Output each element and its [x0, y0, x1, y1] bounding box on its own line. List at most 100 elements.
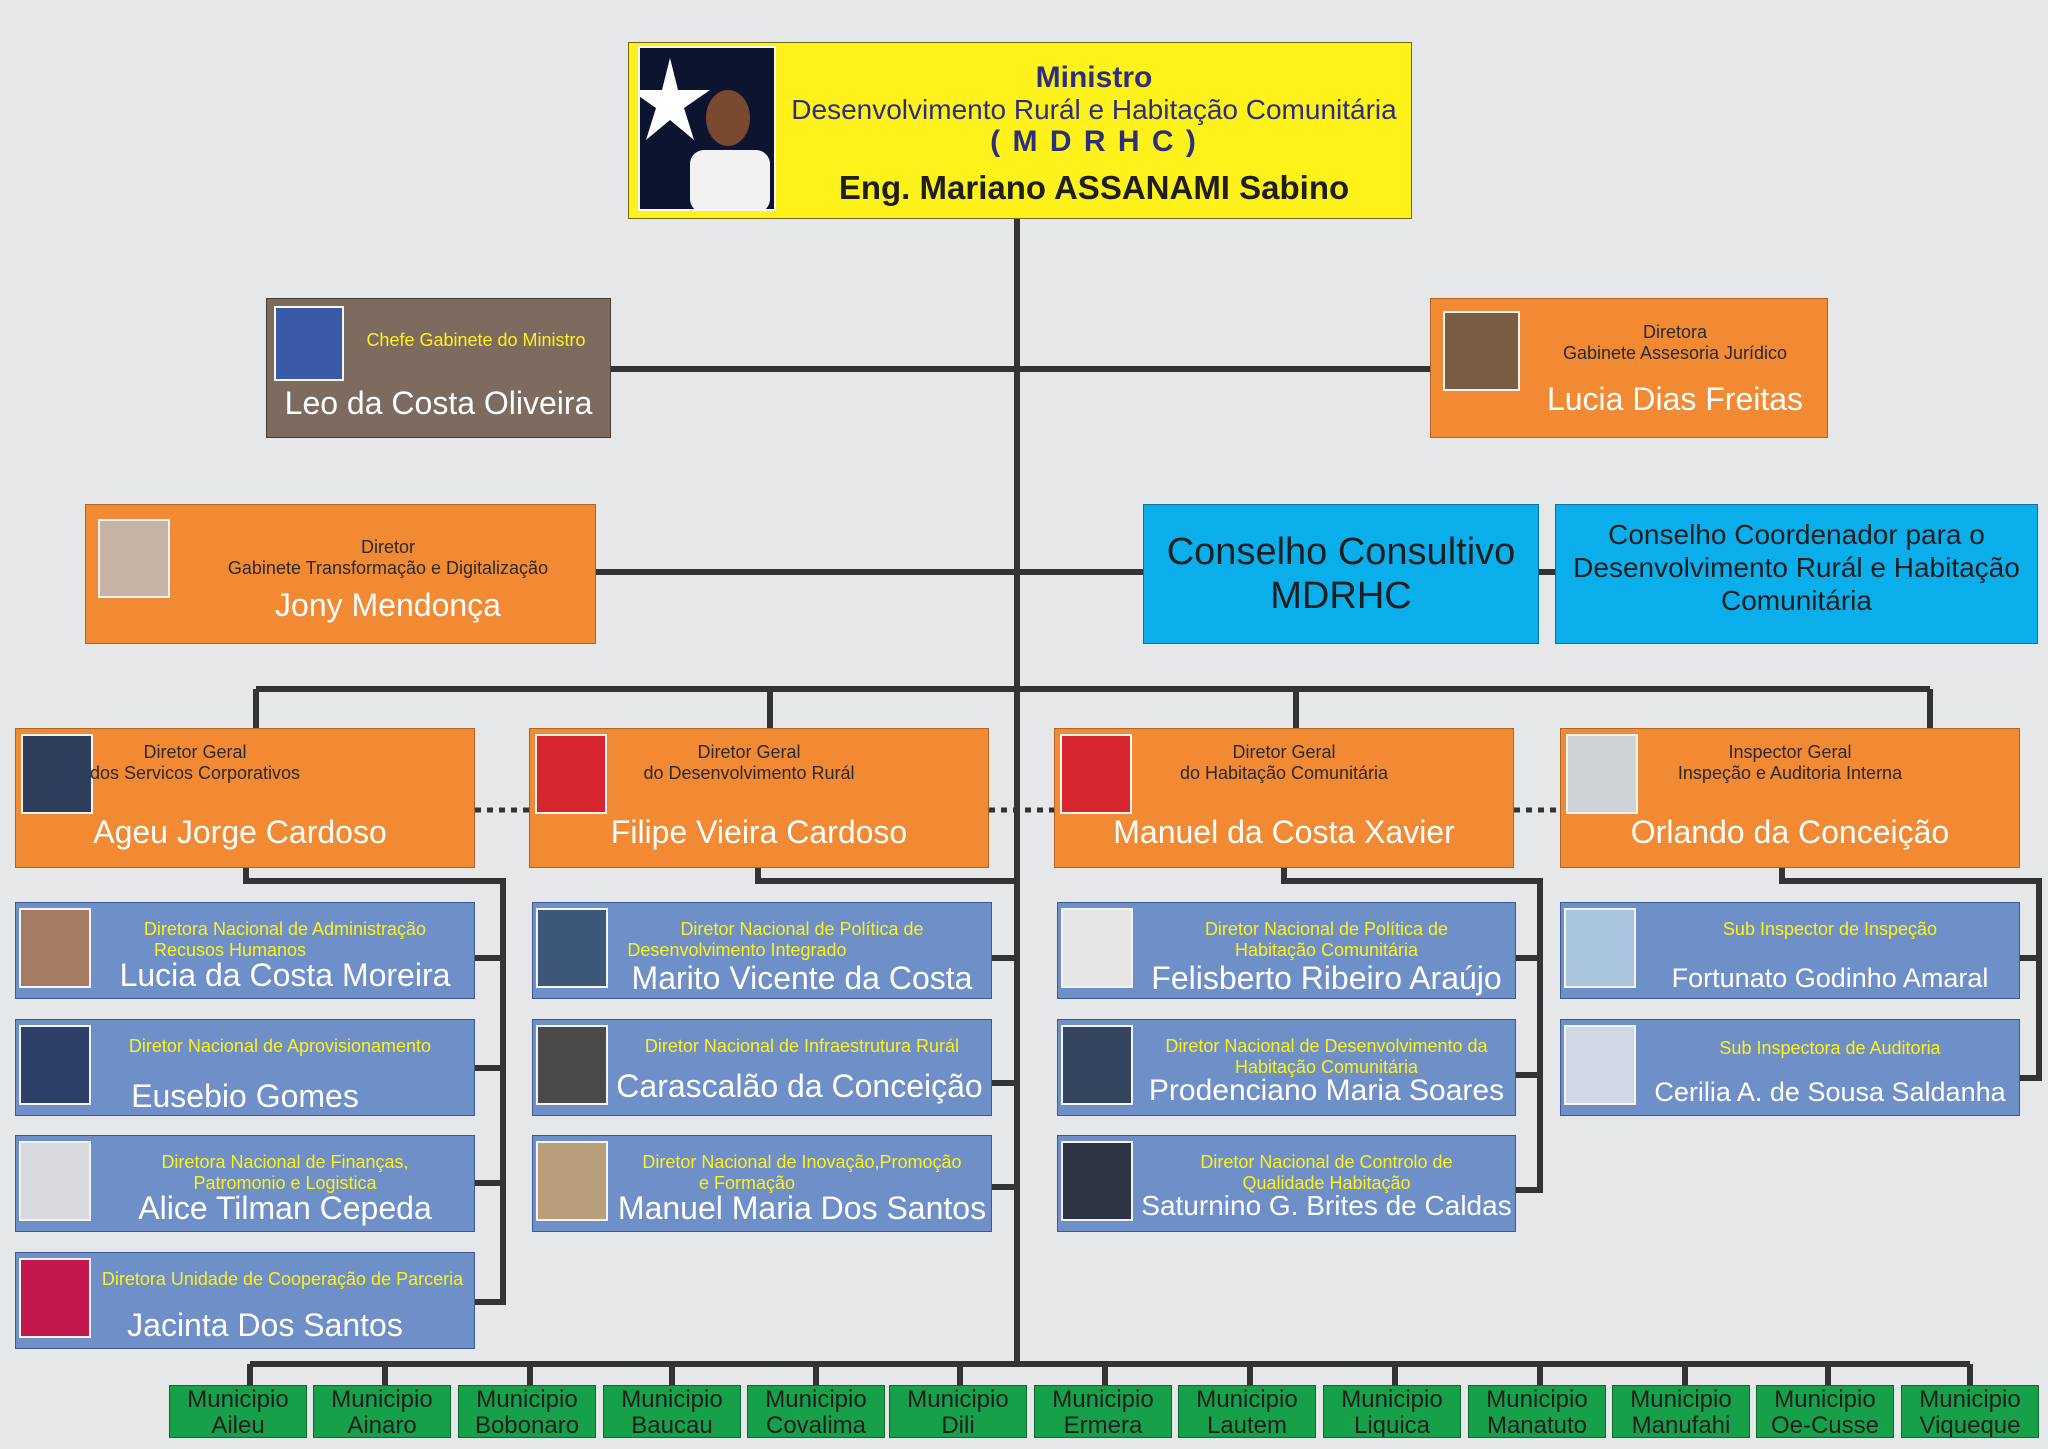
sub-inspector-photo	[1564, 908, 1636, 988]
municipio-name: Liquica	[1353, 1412, 1431, 1438]
national-director-photo	[19, 1025, 91, 1105]
national-director-name: Felisberto Ribeiro Araújo	[1151, 960, 1502, 996]
digitalizacao-title1: Diretor	[360, 537, 415, 557]
national-director-photo	[1061, 1025, 1133, 1105]
national-director-photo	[1061, 1141, 1133, 1221]
director-title1: Diretor Geral	[143, 742, 247, 762]
minister-name: Eng. Mariano ASSANAMI Sabino	[838, 169, 1350, 206]
conselho-consultivo-line1: Conselho Consultivo	[1166, 531, 1516, 573]
national-director-name: Prodenciano Maria Soares	[1148, 1074, 1505, 1107]
national-director-name: Jacinta Dos Santos	[127, 1307, 403, 1343]
juridico-title2: Gabinete Assesoria Jurídico	[1562, 343, 1788, 363]
national-director-title2: Qualidade Habitação	[1242, 1173, 1411, 1193]
national-director-title2: Desenvolvimento Integrado	[627, 940, 847, 960]
municipio-name: Ermera	[1063, 1412, 1143, 1438]
conselho-coordenador-line2: Desenvolvimento Rurál e Habitação	[1573, 552, 2020, 583]
conselho-consultivo-box: Conselho Consultivo MDRHC	[1143, 504, 1539, 644]
conselho-coordenador-line3: Comunitária	[1721, 585, 1872, 616]
director-photo	[21, 734, 93, 814]
national-director-title2: Habitação Comunitária	[1234, 1057, 1419, 1077]
director-geral-box: Diretor Geral do Desenvolvimento Rurál F…	[529, 728, 989, 868]
national-director-title2: Habitação Comunitária	[1234, 940, 1419, 960]
sub-inspector-title1: Sub Inspector de Inspeção	[1722, 919, 1938, 939]
national-director-box: Diretor Nacional de Aprovisionamento Eus…	[15, 1019, 475, 1116]
municipio-name: Manufahi	[1631, 1412, 1731, 1438]
national-director-photo	[19, 1258, 91, 1338]
director-title2: dos Servicos Corporativos	[89, 763, 301, 783]
national-director-title2: Patromonio e Logistica	[193, 1173, 377, 1193]
director-geral-box: Diretor Geral do Habitação Comunitária M…	[1054, 728, 1514, 868]
minister-role: Ministro	[1035, 61, 1153, 94]
minister-box: Ministro Desenvolvimento Rurál e Habitaç…	[628, 42, 1412, 219]
national-director-name: Eusebio Gomes	[131, 1078, 359, 1114]
municipio-name: Ainaro	[347, 1412, 417, 1438]
digitalizacao-name: Jony Mendonça	[275, 587, 501, 623]
national-director-name: Saturnino G. Brites de Caldas	[1141, 1190, 1512, 1221]
national-director-name: Manuel Maria Dos Santos	[617, 1190, 987, 1226]
national-director-title1: Diretor Nacional de Inovação,Promoção	[642, 1152, 962, 1172]
national-director-photo	[536, 908, 608, 988]
chefe-gabinete-photo	[274, 306, 344, 381]
director-title1: Diretor Geral	[1232, 742, 1336, 762]
national-director-box: Diretor Nacional de Política de Desenvol…	[532, 902, 992, 999]
director-title2: do Desenvolvimento Rurál	[643, 763, 855, 783]
national-director-box: Diretor Nacional de Infraestrutura Rurál…	[532, 1019, 992, 1116]
municipio-label: Municipio	[621, 1386, 723, 1413]
municipio-label: Municipio	[765, 1386, 867, 1413]
director-name: Manuel da Costa Xavier	[1113, 814, 1455, 850]
director-name: Filipe Vieira Cardoso	[610, 814, 908, 850]
sub-inspector-name: Fortunato Godinho Amaral	[1671, 963, 1989, 993]
conselho-consultivo-line2: MDRHC	[1270, 575, 1412, 617]
director-geral-box: Inspector Geral Inspeção e Auditoria Int…	[1560, 728, 2020, 868]
municipio-name: Bobonaro	[474, 1412, 580, 1438]
national-director-title2: Recusos Humanos	[153, 940, 307, 960]
national-director-photo	[19, 1141, 91, 1221]
national-director-title1: Diretor Nacional de Controlo de	[1200, 1152, 1453, 1172]
national-director-name: Carascalão da Conceição	[616, 1068, 983, 1104]
director-name: Ageu Jorge Cardoso	[93, 814, 387, 850]
juridico-photo	[1443, 311, 1520, 391]
minister-photo	[638, 46, 776, 211]
director-photo	[1566, 734, 1638, 814]
juridico-box: Diretora Gabinete Assesoria Jurídico Luc…	[1430, 298, 1828, 438]
director-title2: do Habitação Comunitária	[1179, 763, 1389, 783]
national-director-title1: Diretora Nacional de Administração	[143, 919, 427, 939]
municipio-label: Municipio	[1774, 1386, 1876, 1413]
conselho-coordenador-box: Conselho Coordenador para o Desenvolvime…	[1555, 504, 2038, 644]
municipio-name: Lautem	[1206, 1412, 1288, 1438]
municipio-label: Municipio	[476, 1386, 578, 1413]
minister-ministry: Desenvolvimento Rurál e Habitação Comuni…	[791, 94, 1397, 125]
national-director-box: Diretor Nacional de Controlo de Qualidad…	[1057, 1135, 1516, 1232]
flag-star-icon	[640, 58, 770, 209]
municipio-label: Municipio	[1630, 1386, 1732, 1413]
national-director-box: Diretora Unidade de Cooperação de Parcer…	[15, 1252, 475, 1349]
national-director-box: Diretora Nacional de Finanças, Patromoni…	[15, 1135, 475, 1232]
director-photo	[535, 734, 607, 814]
chefe-gabinete-name: Leo da Costa Oliveira	[284, 385, 593, 421]
national-director-box: Diretor Nacional de Inovação,Promoção e …	[532, 1135, 992, 1232]
national-director-name: Alice Tilman Cepeda	[138, 1190, 432, 1226]
director-title1: Diretor Geral	[697, 742, 801, 762]
digitalizacao-photo	[98, 519, 170, 598]
director-title1: Inspector Geral	[1728, 742, 1852, 762]
chefe-gabinete-box: Chefe Gabinete do Ministro Leo da Costa …	[266, 298, 611, 438]
director-title2: Inspeção e Auditoria Interna	[1677, 763, 1903, 783]
digitalizacao-title2: Gabinete Transformação e Digitalização	[227, 558, 549, 578]
national-director-title1: Diretora Unidade de Cooperação de Parcer…	[101, 1269, 464, 1289]
municipio-name: Baucau	[631, 1412, 713, 1438]
national-director-title1: Diretor Nacional de Aprovisionamento	[128, 1036, 432, 1056]
national-director-title1: Diretor Nacional de Política de	[680, 919, 924, 939]
sub-inspector-name: Cerilia A. de Sousa Saldanha	[1654, 1077, 2006, 1107]
sub-inspector-box: Sub Inspectora de Auditoria Cerilia A. d…	[1560, 1019, 2020, 1116]
